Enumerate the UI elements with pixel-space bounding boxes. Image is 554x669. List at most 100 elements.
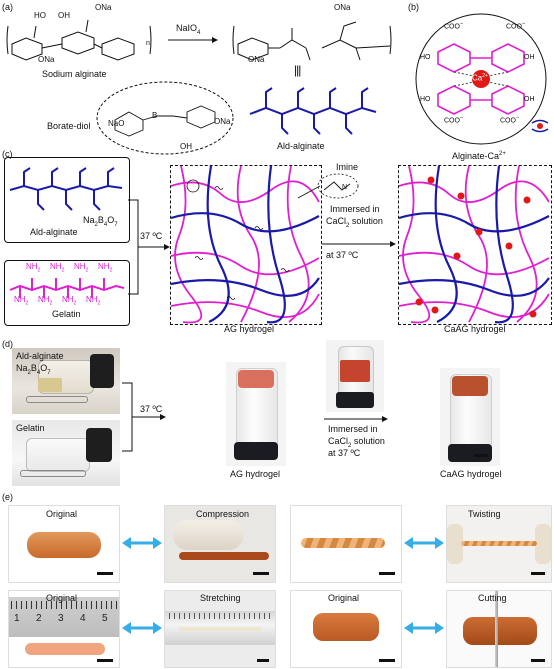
caag-hydrogel-network (398, 165, 550, 324)
sodium-alginate-structure (6, 19, 152, 61)
imine-n-label: N (342, 184, 348, 191)
nh2-label-6: NH2 (38, 295, 53, 307)
combine-bracket-d (122, 382, 166, 452)
immersed-line2-c: CaCl2 solution (326, 216, 383, 229)
oh-label-b2: OH (524, 96, 535, 103)
oh-label-b1: OH (524, 54, 535, 61)
ruler-num-4: 4 (80, 613, 86, 624)
ald-alginate-box-label: Ald-alginate (30, 227, 78, 237)
caag-hydrogel-label-c: CaAG hydrogel (444, 324, 506, 334)
alginate-ca-circle (415, 13, 549, 145)
borate-oh-label: OH (180, 142, 192, 151)
borate-diol-group (96, 81, 234, 155)
photo-original-3 (290, 590, 402, 668)
photo-cutting (446, 590, 552, 668)
original-label-1: Original (46, 509, 78, 519)
double-arrow-4 (404, 622, 444, 634)
twisting-label: Twisting (468, 509, 501, 519)
cutting-label: Cutting (478, 593, 507, 603)
chem-ona-a4: ONa (248, 55, 265, 64)
ruler-num-2: 2 (36, 613, 42, 624)
panel-c-label: (c) (2, 149, 13, 159)
ca-ion-label: Ca2+ (472, 73, 488, 83)
photo-compression (164, 505, 276, 583)
ag-hydrogel-network-box (170, 165, 322, 325)
ald-alginate-box-chain (9, 167, 123, 211)
immersed-line2-d: CaCl2 solution (328, 436, 385, 449)
chem-ona-a3: ONa (334, 3, 351, 12)
immersed-line3-d: at 37 ºC (328, 448, 361, 458)
inverted-vial-photo (326, 340, 384, 412)
photo-stretching (164, 590, 276, 668)
immersed-line1-d: Immersed in (328, 424, 378, 434)
original-label-2: Original (46, 593, 78, 603)
coo-label-3: COO− (444, 115, 464, 125)
ag-hydrogel-label-d: AG hydrogel (230, 469, 281, 479)
borate-ona-label: ONa (214, 117, 231, 126)
alginate-ca-caption: Alginate-Ca2+ (452, 151, 506, 161)
nh2-label-4: NH2 (98, 262, 113, 274)
gelatin-vial-label: Gelatin (16, 423, 45, 433)
ag-hydrogel-label-c: AG hydrogel (224, 324, 275, 334)
chem-ona-a2: ONa (38, 55, 55, 64)
naio4-arrow (168, 37, 218, 43)
panel-a-label: (a) (2, 2, 13, 12)
ag-hydrogel-network (170, 165, 320, 324)
gelatin-vial-photo (12, 420, 120, 486)
caag-hydrogel-vial-photo (440, 368, 500, 466)
ho-label-b2: HO (420, 96, 431, 103)
nh2-label-5: NH2 (14, 295, 29, 307)
chem-oh-a1: OH (58, 11, 70, 20)
temp-label-d: 37 ºC (140, 404, 163, 414)
panel-b-label: (b) (408, 2, 419, 12)
nh2-label-1: NH2 (26, 262, 41, 274)
double-arrow-3 (122, 622, 162, 634)
nh2-label-8: NH2 (86, 295, 101, 307)
sodium-alginate-label: Sodium alginate (42, 69, 107, 79)
temp-label-c: 37 ºC (140, 231, 163, 241)
chem-ona-a1: ONa (95, 3, 112, 12)
double-arrow-1 (122, 537, 162, 549)
photo-original-1 (8, 505, 120, 583)
caag-hydrogel-label-d: CaAG hydrogel (440, 469, 502, 479)
borate-b-label: B (152, 111, 158, 120)
panel-e-label: (e) (2, 492, 13, 502)
nh2-label-3: NH2 (74, 262, 89, 274)
ag-hydrogel-vial-photo (226, 362, 286, 466)
original-label-3: Original (328, 593, 360, 603)
equivalence-mark: ||| (294, 63, 301, 77)
coo-label-1: COO− (444, 21, 464, 31)
ho-label-b1: HO (420, 54, 431, 61)
imine-callout (297, 173, 359, 199)
immerse-arrow-c (322, 241, 396, 247)
vial1-line2: Na2B4O7 (16, 363, 51, 376)
imine-label: Imine (336, 162, 359, 172)
ruler-num-3: 3 (58, 613, 64, 624)
combine-bracket-c (128, 199, 170, 295)
coo-label-4: COO− (500, 115, 520, 125)
ald-alginate-product-structure (232, 21, 392, 61)
photo-twisting (446, 505, 552, 583)
borate-diol-label: Borate-diol (47, 121, 91, 131)
ruler-num-1: 1 (14, 613, 20, 624)
ald-alginate-blue-chain (249, 87, 377, 135)
gelatin-chain (9, 278, 125, 298)
chem-n-a: n (146, 40, 150, 47)
borax-label-c: Na2B4O7 (83, 215, 118, 228)
chem-ho-a1: HO (34, 11, 46, 20)
stretching-label: Stretching (200, 593, 241, 603)
ruler-num-5: 5 (102, 613, 108, 624)
photo-original-2-ruler (8, 590, 120, 668)
double-arrow-2 (404, 537, 444, 549)
immersed-line3-c: at 37 ºC (326, 250, 359, 260)
immersed-line1-c: Immersed in (330, 204, 380, 214)
ald-alginate-vial-photo (12, 348, 120, 414)
compression-label: Compression (196, 509, 250, 519)
naio4-label: NaIO4 (176, 23, 201, 36)
coo-label-2: COO− (506, 21, 526, 31)
immerse-arrow-d (324, 416, 388, 422)
vial1-line1: Ald-alginate (16, 351, 64, 361)
panel-d-label: (d) (2, 339, 13, 349)
ald-alginate-label: Ald-alginate (277, 141, 325, 151)
nh2-label-7: NH2 (62, 295, 77, 307)
